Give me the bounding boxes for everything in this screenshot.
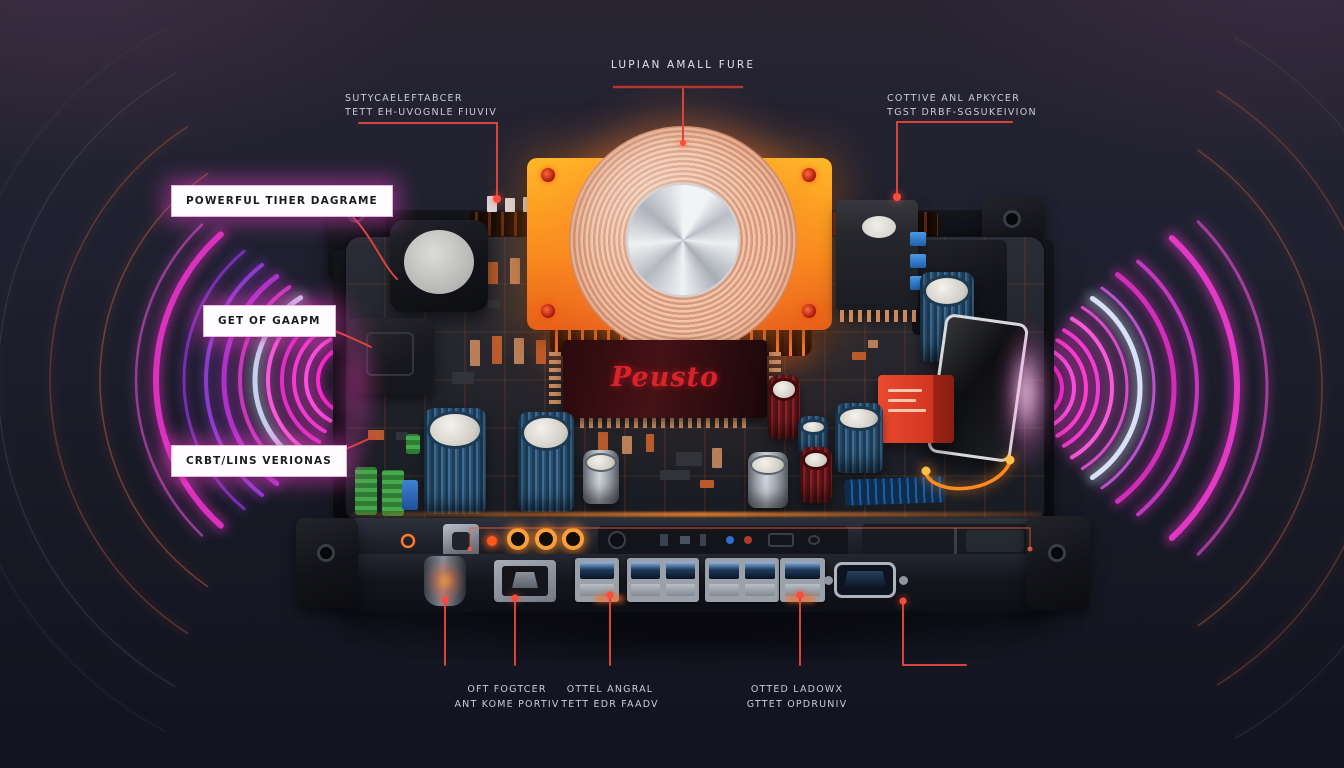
leader-lines: [315, 85, 1013, 666]
induction-coil: [569, 126, 797, 354]
right-arcs: [1043, 36, 1344, 740]
rca-jack-2: [535, 528, 557, 550]
blue-terminal: [402, 480, 418, 510]
smd-component: [660, 470, 690, 480]
relay-cube: [348, 318, 434, 394]
chip-pins-bottom: [580, 416, 750, 428]
smd-component: [676, 452, 702, 466]
rca-jack-1: [507, 528, 529, 550]
speaker-cylinder: [390, 220, 488, 312]
top-right-label: COTTIVE ANL APKYCER TGST DRBF-SGSUKEIVIO…: [887, 93, 1037, 118]
capacitor-red-small: [800, 447, 832, 503]
coil-center-disc: [626, 183, 740, 297]
left-arcs: [0, 28, 339, 732]
red-relay: [878, 375, 954, 443]
rail-connector: [487, 196, 497, 212]
capacitor-silver-2: [748, 452, 788, 508]
capacitor-maroon: [768, 375, 800, 439]
capacitor-blue-mid: [835, 403, 883, 473]
connector-cluster: [598, 526, 848, 556]
vga-screw: [824, 576, 833, 585]
callout-box-3: CRBT/LINS VERIONAS: [172, 446, 346, 476]
smd-component: [712, 448, 722, 468]
rail-connector: [505, 198, 515, 212]
speaker-cap: [404, 230, 474, 294]
smd-component: [452, 372, 474, 384]
smd-component: [622, 436, 632, 454]
green-terminal: [382, 470, 404, 516]
capacitor-large-1: [424, 408, 486, 514]
top-left-label: SUTYCAELEFTABCER TETT EH-UVOGNLE FIUVIV: [345, 93, 498, 118]
vga-screw: [899, 576, 908, 585]
callout-box-1: POWERFUL TIHER DAGRAME: [172, 186, 392, 216]
transformer-cube: [836, 200, 926, 312]
smd-component: [396, 432, 408, 440]
smd-component: [510, 258, 520, 284]
chip-pins-left: [549, 352, 561, 404]
panel-led: [487, 536, 497, 546]
smd-component: [646, 434, 654, 452]
transformer-top-dot: [862, 216, 896, 238]
smd-component: [598, 432, 608, 452]
corner-post-bottom-right: [1026, 516, 1090, 610]
green-terminal: [355, 467, 377, 515]
board-edge-glow: [352, 512, 1042, 517]
transformer-pins: [840, 310, 920, 322]
smd-component: [368, 430, 384, 440]
smd-component: [852, 352, 866, 360]
green-terminal: [406, 434, 420, 454]
bottom-label-3: OTTED LADOWX GTTET OPDRUNIV: [746, 684, 848, 710]
ethernet-port-pair: [705, 558, 779, 602]
smd-component: [700, 480, 714, 488]
smd-component: [492, 336, 502, 364]
peusto-chip: Peusto: [563, 340, 767, 418]
ethernet-port-pair: [627, 558, 699, 602]
capacitor-silver: [583, 450, 619, 504]
bottom-label-1: OFT FOGTCER ANT KOME PORTIV: [454, 684, 560, 710]
smd-component: [470, 340, 480, 366]
corner-post-bottom-left: [296, 518, 358, 608]
smd-component: [514, 338, 524, 364]
smd-component: [868, 340, 878, 348]
rca-jack-3: [562, 528, 584, 550]
power-socket: [494, 560, 556, 602]
smd-component: [488, 300, 500, 308]
vga-connector: [834, 562, 896, 598]
panel-bracket: [443, 524, 479, 558]
leader-dots: [441, 140, 907, 605]
knob-glow: [426, 560, 464, 602]
top-center-label: LUPIAN AMALL FURE: [610, 59, 756, 71]
smd-component: [536, 340, 546, 364]
smd-component: [488, 262, 498, 284]
chip-brand-text: Peusto: [610, 362, 720, 393]
panel-wire: [400, 527, 1033, 552]
glow-wire: [921, 455, 1015, 491]
callout-box-2: GET OF GAAPM: [204, 306, 335, 336]
bottom-label-2: OTTEL ANGRAL TETT EDR FAADV: [561, 684, 659, 710]
connector-cluster-2: [862, 524, 1032, 558]
capacitor-large-2: [518, 412, 574, 512]
